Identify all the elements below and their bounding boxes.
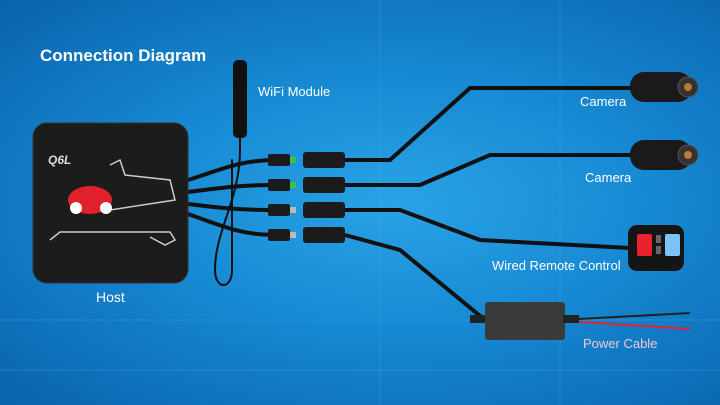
- power-cable-box: [470, 302, 691, 340]
- page-title: Connection Diagram: [40, 46, 207, 65]
- cables: [186, 86, 634, 322]
- camera-2-label: Camera: [585, 170, 632, 185]
- host-model-logo: Q6L: [48, 153, 71, 167]
- camera-1: [630, 72, 699, 102]
- power-cable: [343, 233, 487, 322]
- camera-1-cable: [343, 86, 634, 162]
- camera-2-cable: [343, 153, 634, 187]
- host-label: Host: [96, 289, 125, 305]
- wifi-cable: [213, 137, 241, 286]
- wired-remote-control: [628, 225, 684, 271]
- camera-1-label: Camera: [580, 94, 627, 109]
- remote-cable: [343, 208, 632, 250]
- wifi-module: [233, 60, 247, 138]
- camera-2: [630, 140, 699, 170]
- power-cable-label: Power Cable: [583, 336, 658, 351]
- host-device: Q6L: [32, 122, 189, 284]
- connectors: [268, 152, 345, 243]
- wifi-module-label: WiFi Module: [258, 84, 331, 99]
- remote-label: Wired Remote Control: [492, 258, 621, 273]
